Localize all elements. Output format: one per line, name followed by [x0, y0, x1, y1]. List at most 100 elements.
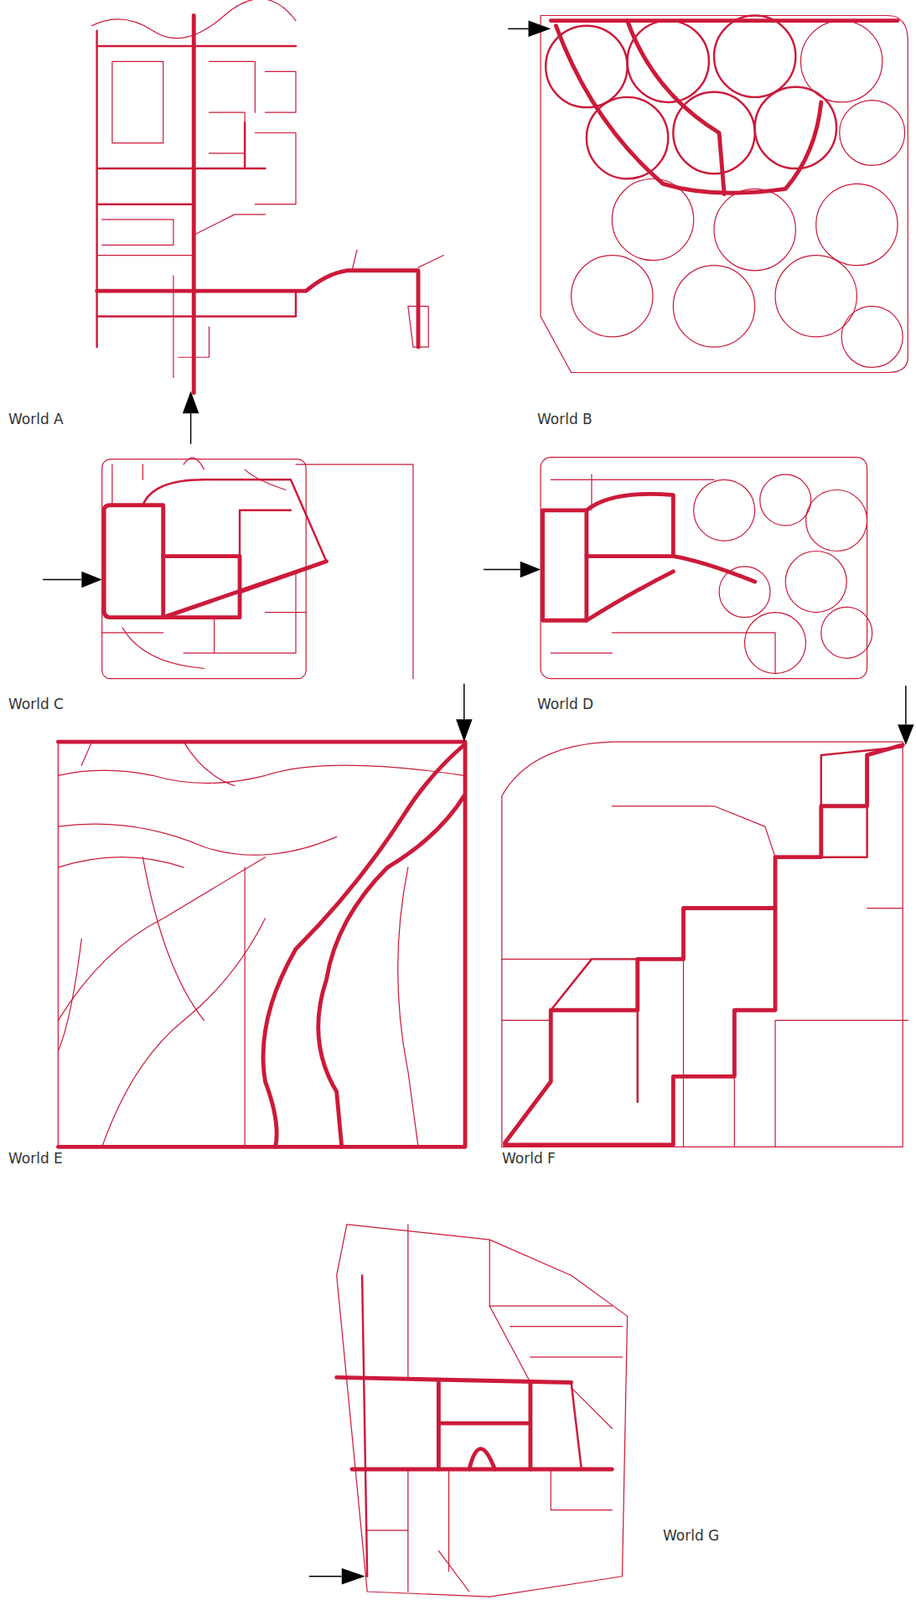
trajectory-line — [501, 741, 903, 1147]
trajectory-line — [438, 1305, 612, 1592]
trajectory-line — [244, 867, 246, 1147]
trajectory-line — [112, 61, 164, 143]
trajectory-line — [95, 31, 98, 347]
trajectory-line — [209, 112, 246, 154]
trajectory-line — [163, 561, 327, 618]
trajectory-line — [122, 612, 306, 669]
trajectory-line — [504, 908, 776, 1145]
world-d-arrow — [483, 561, 541, 578]
trajectory-line — [755, 87, 837, 169]
trajectory-line — [469, 1449, 495, 1470]
world-label: World C — [8, 695, 64, 713]
world-a-arrow — [182, 390, 199, 444]
world-b-arrow — [507, 20, 551, 37]
world-label: World A — [8, 410, 64, 428]
trajectory-line — [611, 178, 694, 260]
trajectory-line — [504, 745, 903, 1144]
trajectory-line — [351, 1467, 612, 1472]
world-f-arrow — [897, 685, 914, 746]
trajectory-line — [42, 579, 82, 580]
trajectory-line — [806, 489, 868, 551]
arrow-head — [897, 724, 914, 745]
trajectory-line — [57, 857, 184, 868]
trajectory-line — [501, 806, 903, 1021]
trajectory-line — [760, 474, 812, 526]
trajectory-line — [905, 685, 906, 725]
trajectory-line — [501, 958, 908, 1147]
trajectory-line — [81, 741, 235, 786]
trajectory-line — [540, 457, 867, 679]
trajectory-line — [672, 265, 755, 347]
trajectory-line — [57, 741, 466, 1147]
trajectory-line — [57, 741, 466, 1147]
trajectory-line — [550, 958, 637, 1102]
trajectory-line — [351, 249, 358, 270]
trajectory-line — [102, 457, 296, 653]
trajectory-line — [571, 255, 653, 337]
trajectory-line — [309, 1575, 342, 1577]
arrow-head — [182, 390, 199, 414]
trajectory-line — [336, 1224, 628, 1597]
trajectory-line — [190, 413, 192, 445]
trajectory-line — [97, 202, 195, 205]
trajectory-line — [336, 1376, 572, 1382]
trajectory-line — [362, 1275, 368, 1577]
world-a-paths — [92, 0, 445, 394]
trajectory-line — [57, 765, 464, 783]
trajectory-line — [57, 938, 82, 1051]
trajectory-line — [550, 18, 898, 23]
trajectory-line — [693, 479, 756, 541]
trajectory-line — [142, 479, 327, 561]
trajectory-line — [97, 45, 296, 47]
world-label: World G — [662, 1526, 720, 1544]
trajectory-line — [264, 71, 296, 113]
world-label: World B — [537, 410, 593, 428]
trajectory-line — [57, 823, 337, 855]
trajectory-line — [672, 92, 755, 174]
world-c-arrow — [42, 571, 103, 588]
trajectory-line — [483, 569, 521, 570]
arrow-head — [455, 719, 472, 742]
trajectory-line — [785, 551, 847, 613]
trajectory-line — [586, 493, 756, 582]
trajectory-line — [571, 1381, 582, 1469]
world-label: World D — [537, 695, 594, 713]
trajectory-line — [821, 606, 873, 658]
world-g-paths — [336, 1224, 628, 1597]
trajectory-line — [103, 505, 164, 618]
world-e-paths — [57, 741, 466, 1147]
trajectory-line — [816, 183, 898, 265]
world-label: World F — [501, 1149, 556, 1167]
trajectory-line — [438, 1381, 531, 1469]
world-c-paths — [102, 457, 414, 678]
world-e-arrow — [455, 683, 472, 742]
trajectory-line — [142, 857, 204, 1021]
trajectory-line — [97, 290, 296, 316]
world-f-paths — [501, 741, 908, 1147]
trajectory-line — [463, 683, 465, 720]
arrow-head — [527, 20, 551, 37]
trajectory-line — [163, 556, 240, 618]
trajectory-line — [540, 15, 908, 373]
trajectory-line — [102, 219, 174, 245]
trajectory-line — [507, 28, 531, 30]
arrow-head — [520, 561, 541, 578]
trajectory-line — [719, 566, 771, 618]
trajectory-line — [839, 100, 906, 166]
world-d-paths — [540, 457, 873, 679]
trajectory-line — [209, 61, 256, 113]
trajectory-line — [97, 122, 266, 169]
trajectory-line — [263, 745, 465, 1148]
trajectory-line — [841, 305, 903, 368]
world-label: World E — [8, 1149, 63, 1167]
trajectory-line — [295, 464, 414, 679]
trajectory-line — [714, 188, 796, 270]
arrow-head — [341, 1568, 366, 1584]
trajectory-line — [714, 15, 796, 98]
trajectory-line — [318, 796, 465, 1148]
trajectory-line — [398, 867, 419, 1147]
trajectory-line — [193, 214, 265, 235]
trajectory-line — [627, 20, 725, 195]
world-b-paths — [540, 15, 908, 373]
